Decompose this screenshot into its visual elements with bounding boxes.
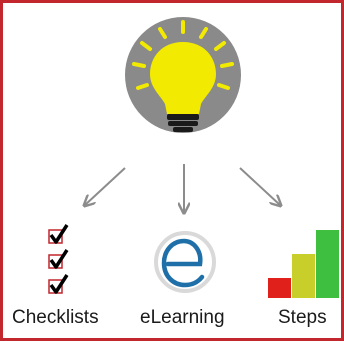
- label-checklists: Checklists: [12, 307, 99, 328]
- lightbulb-icon: [125, 17, 241, 133]
- check-item-3: [48, 274, 69, 294]
- label-steps: Steps: [278, 307, 327, 328]
- arrow-left: [85, 167, 126, 205]
- bulb-base-tip: [173, 127, 193, 132]
- label-elearning: eLearning: [140, 307, 225, 328]
- elearning-e-icon: [154, 231, 216, 293]
- check-item-2: [48, 249, 69, 269]
- bulb-glass: [150, 42, 216, 114]
- bulb-rays: [132, 20, 234, 90]
- checklist-icon: [48, 224, 69, 294]
- step-bar-2: [292, 254, 315, 298]
- bar-steps-icon: [268, 230, 339, 298]
- step-bar-3: [316, 230, 339, 298]
- arrow-right: [239, 167, 280, 205]
- step-bar-1: [268, 278, 291, 298]
- e-icon-letter: [161, 238, 205, 288]
- bulb-base-ring-2: [168, 121, 198, 126]
- check-item-1: [48, 224, 69, 244]
- bulb-base-ring-1: [167, 114, 199, 120]
